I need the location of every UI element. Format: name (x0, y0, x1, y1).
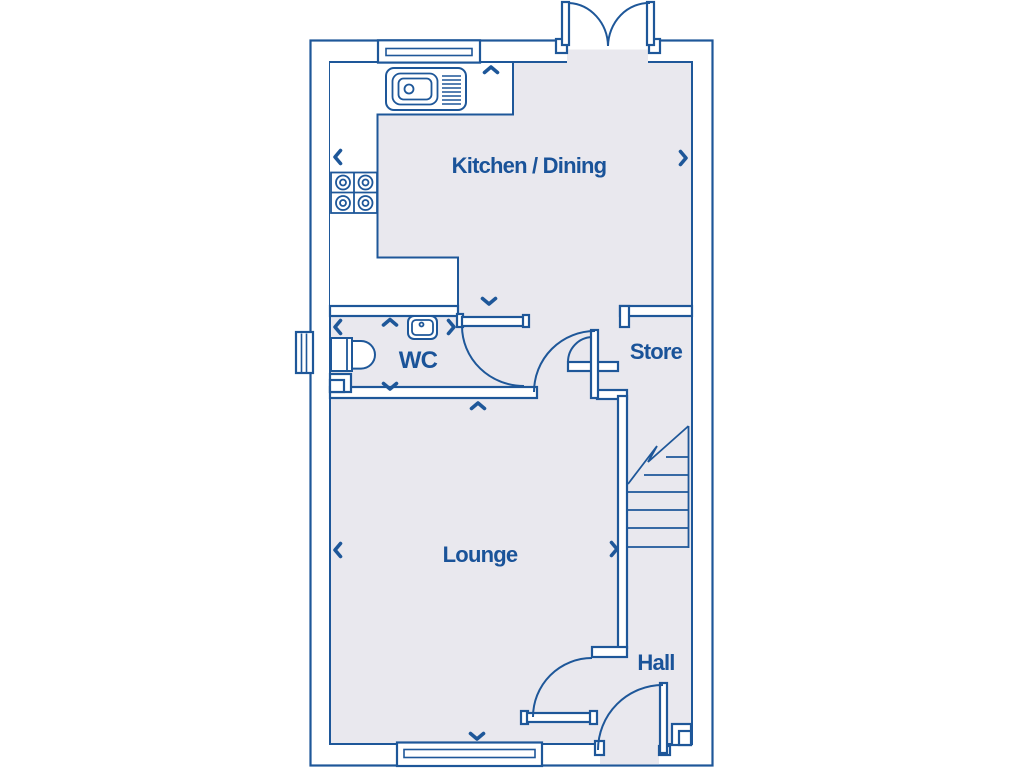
store-door-swing (566, 336, 593, 363)
wc-door-leaf (460, 315, 526, 328)
chevron-right-icon (609, 540, 619, 558)
sink-drain (403, 83, 415, 95)
chevron-down-icon (480, 296, 498, 306)
lounge-right-wall (616, 394, 629, 650)
chevron-up-icon (381, 317, 399, 327)
chevron-left-icon (333, 541, 343, 559)
floor-area (329, 61, 693, 745)
room-label-hall: Hall (637, 650, 674, 675)
stairs-icon (627, 425, 690, 548)
room-label-lounge: Lounge (443, 542, 518, 567)
building-shell (309, 39, 714, 767)
hall-door-icon (519, 657, 599, 726)
chevron-up-icon (469, 401, 487, 411)
french-doors-icon (554, 0, 662, 64)
room-label-wc: WC (399, 347, 438, 374)
hall-wall-notch-inner (677, 729, 693, 747)
hall-door-wall (590, 645, 629, 659)
chevron-left-icon (333, 318, 343, 336)
chevron-down-icon (468, 731, 486, 741)
french-door-leaf-left (560, 0, 571, 47)
store-top-wall-step (618, 304, 631, 329)
front-door-leaf (658, 681, 669, 755)
front-door-icon (593, 681, 672, 765)
kitchen-window-icon (376, 39, 482, 64)
room-label-store: Store (630, 339, 683, 364)
room-labels: Kitchen / Dining WC Store Lounge Hall (399, 153, 684, 675)
hob-icon (330, 171, 378, 214)
sink-drainer-lines (442, 75, 461, 105)
wc-basin-icon (407, 315, 438, 340)
wc-door-icon (455, 312, 531, 387)
hob-burners (335, 174, 374, 211)
french-door-swing-left (568, 2, 609, 47)
hall-door-swing (532, 657, 593, 718)
chevron-up-icon (482, 65, 500, 75)
dimension-chevrons (333, 65, 688, 741)
lobby-door-swing (533, 330, 596, 393)
chevron-right-icon (678, 149, 688, 167)
wc-window-icon (294, 330, 315, 375)
wc-top-wall (328, 304, 460, 318)
interior-walls (328, 304, 694, 747)
french-door-swing-right (607, 1, 651, 47)
lounge-window-icon (395, 741, 544, 768)
chevron-right-icon (446, 318, 456, 336)
hall-door-leaf (525, 711, 594, 724)
chevron-down-icon (381, 381, 399, 391)
lounge-top-wall (328, 385, 539, 400)
store-door-leaf (589, 328, 600, 400)
wc-door-swing (461, 325, 525, 387)
toilet-icon (330, 337, 376, 372)
chevron-left-icon (333, 148, 343, 166)
stairs-break-line (627, 425, 690, 485)
french-door-leaf-right (645, 0, 656, 47)
front-door-jamb-left (593, 739, 606, 757)
store-top-wall (618, 304, 694, 318)
front-door-swing (597, 684, 664, 751)
wc-pipe-boxing-inner (328, 378, 346, 394)
kitchen-sink-icon (385, 67, 467, 111)
store-door-icon (533, 328, 600, 400)
toilet-bowl (351, 340, 376, 370)
room-label-kitchen-dining: Kitchen / Dining (452, 153, 607, 178)
